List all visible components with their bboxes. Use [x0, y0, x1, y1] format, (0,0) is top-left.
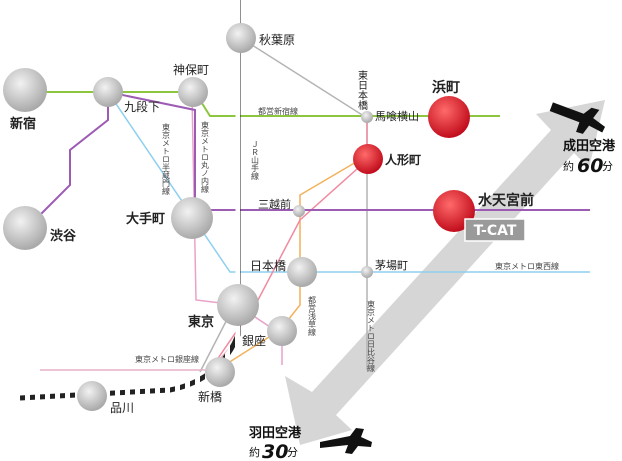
- station-shibuya: [3, 206, 47, 250]
- haneda-name: 羽田空港: [249, 425, 302, 441]
- label-marunouchi-line: 東京メトロ丸ノ内線: [201, 120, 210, 193]
- station-ningyocho: [353, 144, 383, 174]
- label-asakusa-line: 都営浅草線: [308, 296, 317, 336]
- station-akihabara: [226, 23, 256, 53]
- label-shibuya: 渋谷: [50, 228, 77, 244]
- station-labels: 秋葉原 新宿 九段下 神保町 渋谷 大手町 三越前 日本橋 茅場町 東京 銀座 …: [10, 33, 534, 415]
- haneda-unit: 分: [287, 446, 298, 459]
- label-kudanshita: 九段下: [124, 99, 160, 114]
- station-nihombashi: [287, 257, 317, 287]
- label-hanzomon-line: 東京メトロ半蔵門線: [162, 122, 171, 195]
- label-suitengumae: 水天宮前: [478, 192, 534, 209]
- label-shinjuku-line: 都営新宿線: [258, 106, 298, 116]
- tcat-label: T-CAT: [474, 223, 517, 239]
- airport-haneda-label: 羽田空港 約 30 分: [249, 425, 302, 461]
- label-shinjuku: 新宿: [10, 116, 36, 132]
- tcat-badge: T-CAT: [464, 218, 526, 242]
- station-dot-bakurocho: [361, 111, 373, 123]
- label-shimbashi: 新橋: [198, 389, 222, 404]
- label-shinagawa: 品川: [110, 401, 134, 415]
- label-ginza: 銀座: [242, 333, 266, 348]
- plane-icon-haneda: [320, 428, 372, 454]
- haneda-time: 30: [262, 441, 288, 461]
- label-higashinihombashi: 東日本橋: [356, 69, 368, 111]
- label-tokyo: 東京: [188, 314, 214, 330]
- haneda-prefix: 約: [249, 445, 260, 459]
- airport-narita-label: 成田空港 約 60 分: [563, 138, 616, 177]
- station-ginza: [267, 316, 297, 346]
- narita-unit: 分: [602, 160, 613, 173]
- label-ningyocho: 人形町: [385, 152, 421, 167]
- station-shimbashi: [205, 357, 235, 387]
- label-ginza-line: 東京メトロ銀座線: [135, 354, 199, 364]
- station-jimbocho: [178, 77, 208, 107]
- grey-stations: [3, 23, 317, 411]
- label-bakurocho: 馬喰横山: [375, 109, 419, 123]
- label-hibiya-line: 東京メトロ日比谷線: [367, 299, 376, 372]
- station-kudanshita: [93, 77, 123, 107]
- station-otemachi: [171, 197, 213, 239]
- station-hamacho: [428, 96, 470, 138]
- label-jimbocho: 神保町: [173, 63, 209, 77]
- plane-icon-narita: [549, 102, 606, 134]
- highlight-stations: [353, 96, 475, 232]
- station-dot-kayabacho: [361, 266, 373, 278]
- station-dot-mitsukoshimae: [293, 205, 305, 217]
- label-kayabacho: 茅場町: [375, 259, 408, 272]
- station-shinjuku: [3, 68, 47, 112]
- label-mitsukoshimae: 三越前: [258, 197, 291, 211]
- label-yamanote-line: ＪＲ山手線: [251, 140, 260, 180]
- ginza-line-orange: [216, 154, 369, 371]
- narita-name: 成田空港: [563, 138, 616, 154]
- narita-prefix: 約: [563, 159, 574, 173]
- line-labels: 都営新宿線 東京メトロ半蔵門線 東京メトロ丸ノ内線 ＪＲ山手線 都営浅草線 東京…: [135, 106, 559, 372]
- label-nihombashi: 日本橋: [250, 259, 286, 273]
- label-akihabara: 秋葉原: [259, 33, 295, 47]
- station-shinagawa: [77, 381, 107, 411]
- tozai-line: [107, 91, 590, 273]
- small-stations: [293, 111, 373, 278]
- narita-time: 60: [577, 155, 603, 177]
- station-tokyo: [217, 284, 259, 326]
- label-otemachi: 大手町: [126, 211, 165, 227]
- label-hamacho: 浜町: [432, 79, 460, 96]
- label-tozai-line: 東京メトロ東西線: [495, 261, 559, 271]
